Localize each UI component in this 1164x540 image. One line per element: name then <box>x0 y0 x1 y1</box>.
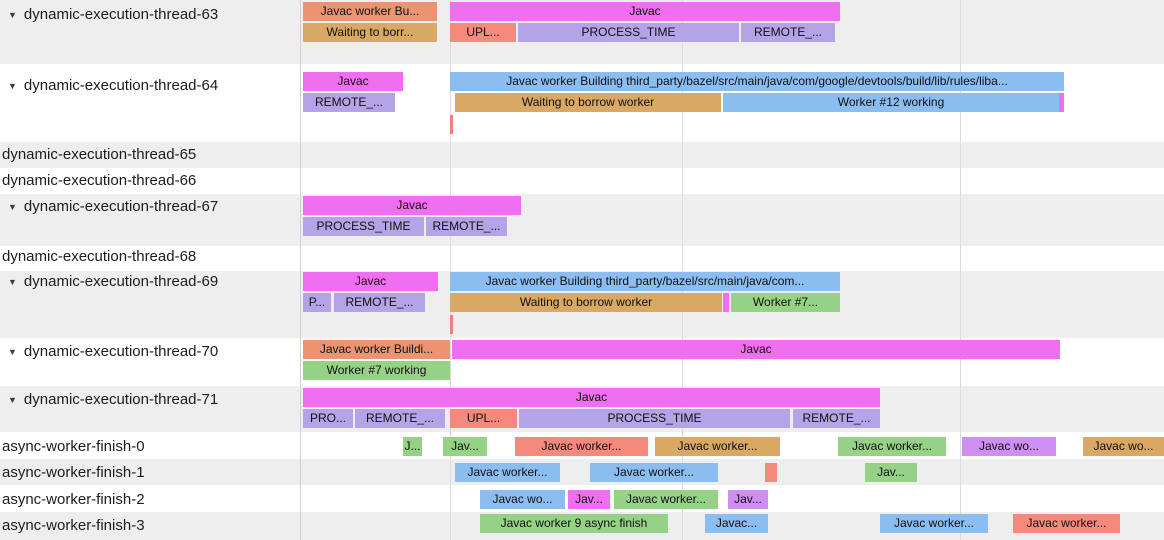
sidebar-timeline-divider <box>300 0 301 540</box>
track-expander-icon[interactable]: ▼ <box>8 81 17 91</box>
timeline-bar[interactable]: Javac worker Buildi... <box>303 340 450 359</box>
timeline-bar[interactable]: Javac <box>303 388 880 407</box>
timeline-bar[interactable] <box>723 293 729 312</box>
timeline-bar[interactable]: Javac worker... <box>655 437 780 456</box>
timeline-bar[interactable]: Javac worker Building third_party/bazel/… <box>450 272 840 291</box>
timeline-bar[interactable]: REMOTE_... <box>334 293 425 312</box>
timeline-bar[interactable]: Javac wo... <box>962 437 1056 456</box>
timeline-bar[interactable]: Javac worker Bu... <box>303 2 437 21</box>
timeline-bar[interactable]: Javac wo... <box>480 490 565 509</box>
timeline-bar[interactable]: UPL... <box>450 23 516 42</box>
timeline-bar[interactable]: Waiting to borr... <box>303 23 437 42</box>
timeline-bar[interactable]: Jav... <box>568 490 610 509</box>
timeline-stripe <box>0 459 1164 485</box>
track-label: dynamic-execution-thread-65 <box>2 146 197 163</box>
sidebar-track-row[interactable]: async-worker-finish-3 <box>0 516 145 536</box>
track-label: dynamic-execution-thread-66 <box>2 172 197 189</box>
track-expander-icon[interactable]: ▼ <box>8 10 17 20</box>
sidebar-track-row[interactable]: async-worker-finish-2 <box>0 490 145 510</box>
timeline-bar[interactable]: Javac <box>450 2 840 21</box>
timeline-bar[interactable]: J... <box>403 437 422 456</box>
sidebar-track-row[interactable]: async-worker-finish-1 <box>0 463 145 483</box>
sidebar-track-row[interactable]: ▼ dynamic-execution-thread-69 <box>0 272 218 292</box>
timeline-bar[interactable]: PROCESS_TIME <box>303 217 424 236</box>
timeline-bar[interactable]: Javac worker... <box>455 463 560 482</box>
sidebar-track-row[interactable]: ▼ dynamic-execution-thread-71 <box>0 390 218 410</box>
track-label: async-worker-finish-2 <box>2 491 145 508</box>
timeline-bar[interactable]: Worker #12 working <box>723 93 1059 112</box>
timeline-stripe <box>0 168 1164 194</box>
timeline-bar[interactable]: Waiting to borrow worker <box>450 293 722 312</box>
track-label: dynamic-execution-thread-69 <box>23 273 219 290</box>
timeline-bar[interactable]: PROCESS_TIME <box>519 409 790 428</box>
timeline-bar[interactable]: REMOTE_... <box>303 93 395 112</box>
timeline-bar[interactable]: Javac <box>303 196 521 215</box>
track-label: async-worker-finish-1 <box>2 464 145 481</box>
timeline-gridline <box>960 0 961 540</box>
timeline-bar[interactable]: REMOTE_... <box>426 217 507 236</box>
timeline-bar[interactable]: REMOTE_... <box>355 409 445 428</box>
track-expander-icon[interactable]: ▼ <box>8 202 17 212</box>
sidebar-track-row[interactable]: ▼ dynamic-execution-thread-67 <box>0 197 218 217</box>
track-expander-icon[interactable]: ▼ <box>8 277 17 287</box>
timeline-bar[interactable]: REMOTE_... <box>793 409 880 428</box>
track-expander-icon[interactable]: ▼ <box>8 395 17 405</box>
timeline-bar[interactable]: Worker #7... <box>731 293 840 312</box>
sidebar-track-row[interactable]: ▼ dynamic-execution-thread-70 <box>0 342 218 362</box>
track-label: dynamic-execution-thread-70 <box>23 343 219 360</box>
timeline-bar[interactable]: REMOTE_... <box>741 23 835 42</box>
timeline-bar[interactable]: Jav... <box>443 437 487 456</box>
sidebar-track-row[interactable]: dynamic-execution-thread-65 <box>0 145 196 165</box>
sidebar-track-row[interactable]: ▼ dynamic-execution-thread-63 <box>0 5 218 25</box>
timeline-bar[interactable]: Javac worker Building third_party/bazel/… <box>450 72 1064 91</box>
timeline-stripe <box>0 246 1164 271</box>
track-label: dynamic-execution-thread-71 <box>23 391 219 408</box>
timeline-gridline <box>450 0 451 540</box>
sidebar-track-row[interactable]: async-worker-finish-0 <box>0 437 145 457</box>
timeline-bar[interactable]: PRO... <box>303 409 353 428</box>
timeline-bar[interactable]: Worker #7 working <box>303 361 450 380</box>
sidebar-track-row[interactable]: dynamic-execution-thread-66 <box>0 171 196 191</box>
timeline-bar[interactable]: Javac wo... <box>1083 437 1164 456</box>
timeline-bar[interactable]: Waiting to borrow worker <box>455 93 721 112</box>
timeline-bar[interactable]: Jav... <box>865 463 917 482</box>
timeline-bar[interactable] <box>765 463 777 482</box>
timeline-bar[interactable]: Javac worker... <box>880 514 988 533</box>
timeline-bar[interactable]: Javac worker... <box>515 437 648 456</box>
timeline-bar[interactable]: Javac... <box>705 514 768 533</box>
timeline-bar[interactable]: P... <box>303 293 331 312</box>
track-label: dynamic-execution-thread-63 <box>23 6 219 23</box>
timeline-bar[interactable]: Javac worker 9 async finish <box>480 514 668 533</box>
timeline-bar[interactable]: Javac worker... <box>1013 514 1120 533</box>
timeline-bar[interactable]: Javac worker... <box>838 437 946 456</box>
timeline-bar[interactable]: Jav... <box>728 490 768 509</box>
timeline-bar[interactable] <box>450 115 453 134</box>
track-label: async-worker-finish-0 <box>2 438 145 455</box>
sidebar-track-row[interactable]: dynamic-execution-thread-68 <box>0 247 196 267</box>
timeline-bar[interactable]: Javac <box>452 340 1060 359</box>
timeline-bar[interactable]: Javac worker... <box>590 463 718 482</box>
timeline-stripe <box>0 142 1164 168</box>
timeline-bar[interactable]: Javac <box>303 272 438 291</box>
timeline-stripe <box>0 194 1164 246</box>
track-label: async-worker-finish-3 <box>2 517 145 534</box>
track-label: dynamic-execution-thread-64 <box>23 77 219 94</box>
track-label: dynamic-execution-thread-67 <box>23 198 219 215</box>
track-expander-icon[interactable]: ▼ <box>8 347 17 357</box>
timeline-gridline <box>682 0 683 540</box>
timeline-bar[interactable] <box>450 315 453 334</box>
sidebar-track-row[interactable]: ▼ dynamic-execution-thread-64 <box>0 76 218 96</box>
timeline-bar[interactable]: Javac <box>303 72 403 91</box>
track-label: dynamic-execution-thread-68 <box>2 248 197 265</box>
timeline-bar[interactable]: Javac worker... <box>614 490 718 509</box>
timeline-bar[interactable] <box>1059 93 1064 112</box>
timeline-bar[interactable]: UPL... <box>450 409 517 428</box>
timeline-bar[interactable]: PROCESS_TIME <box>518 23 739 42</box>
